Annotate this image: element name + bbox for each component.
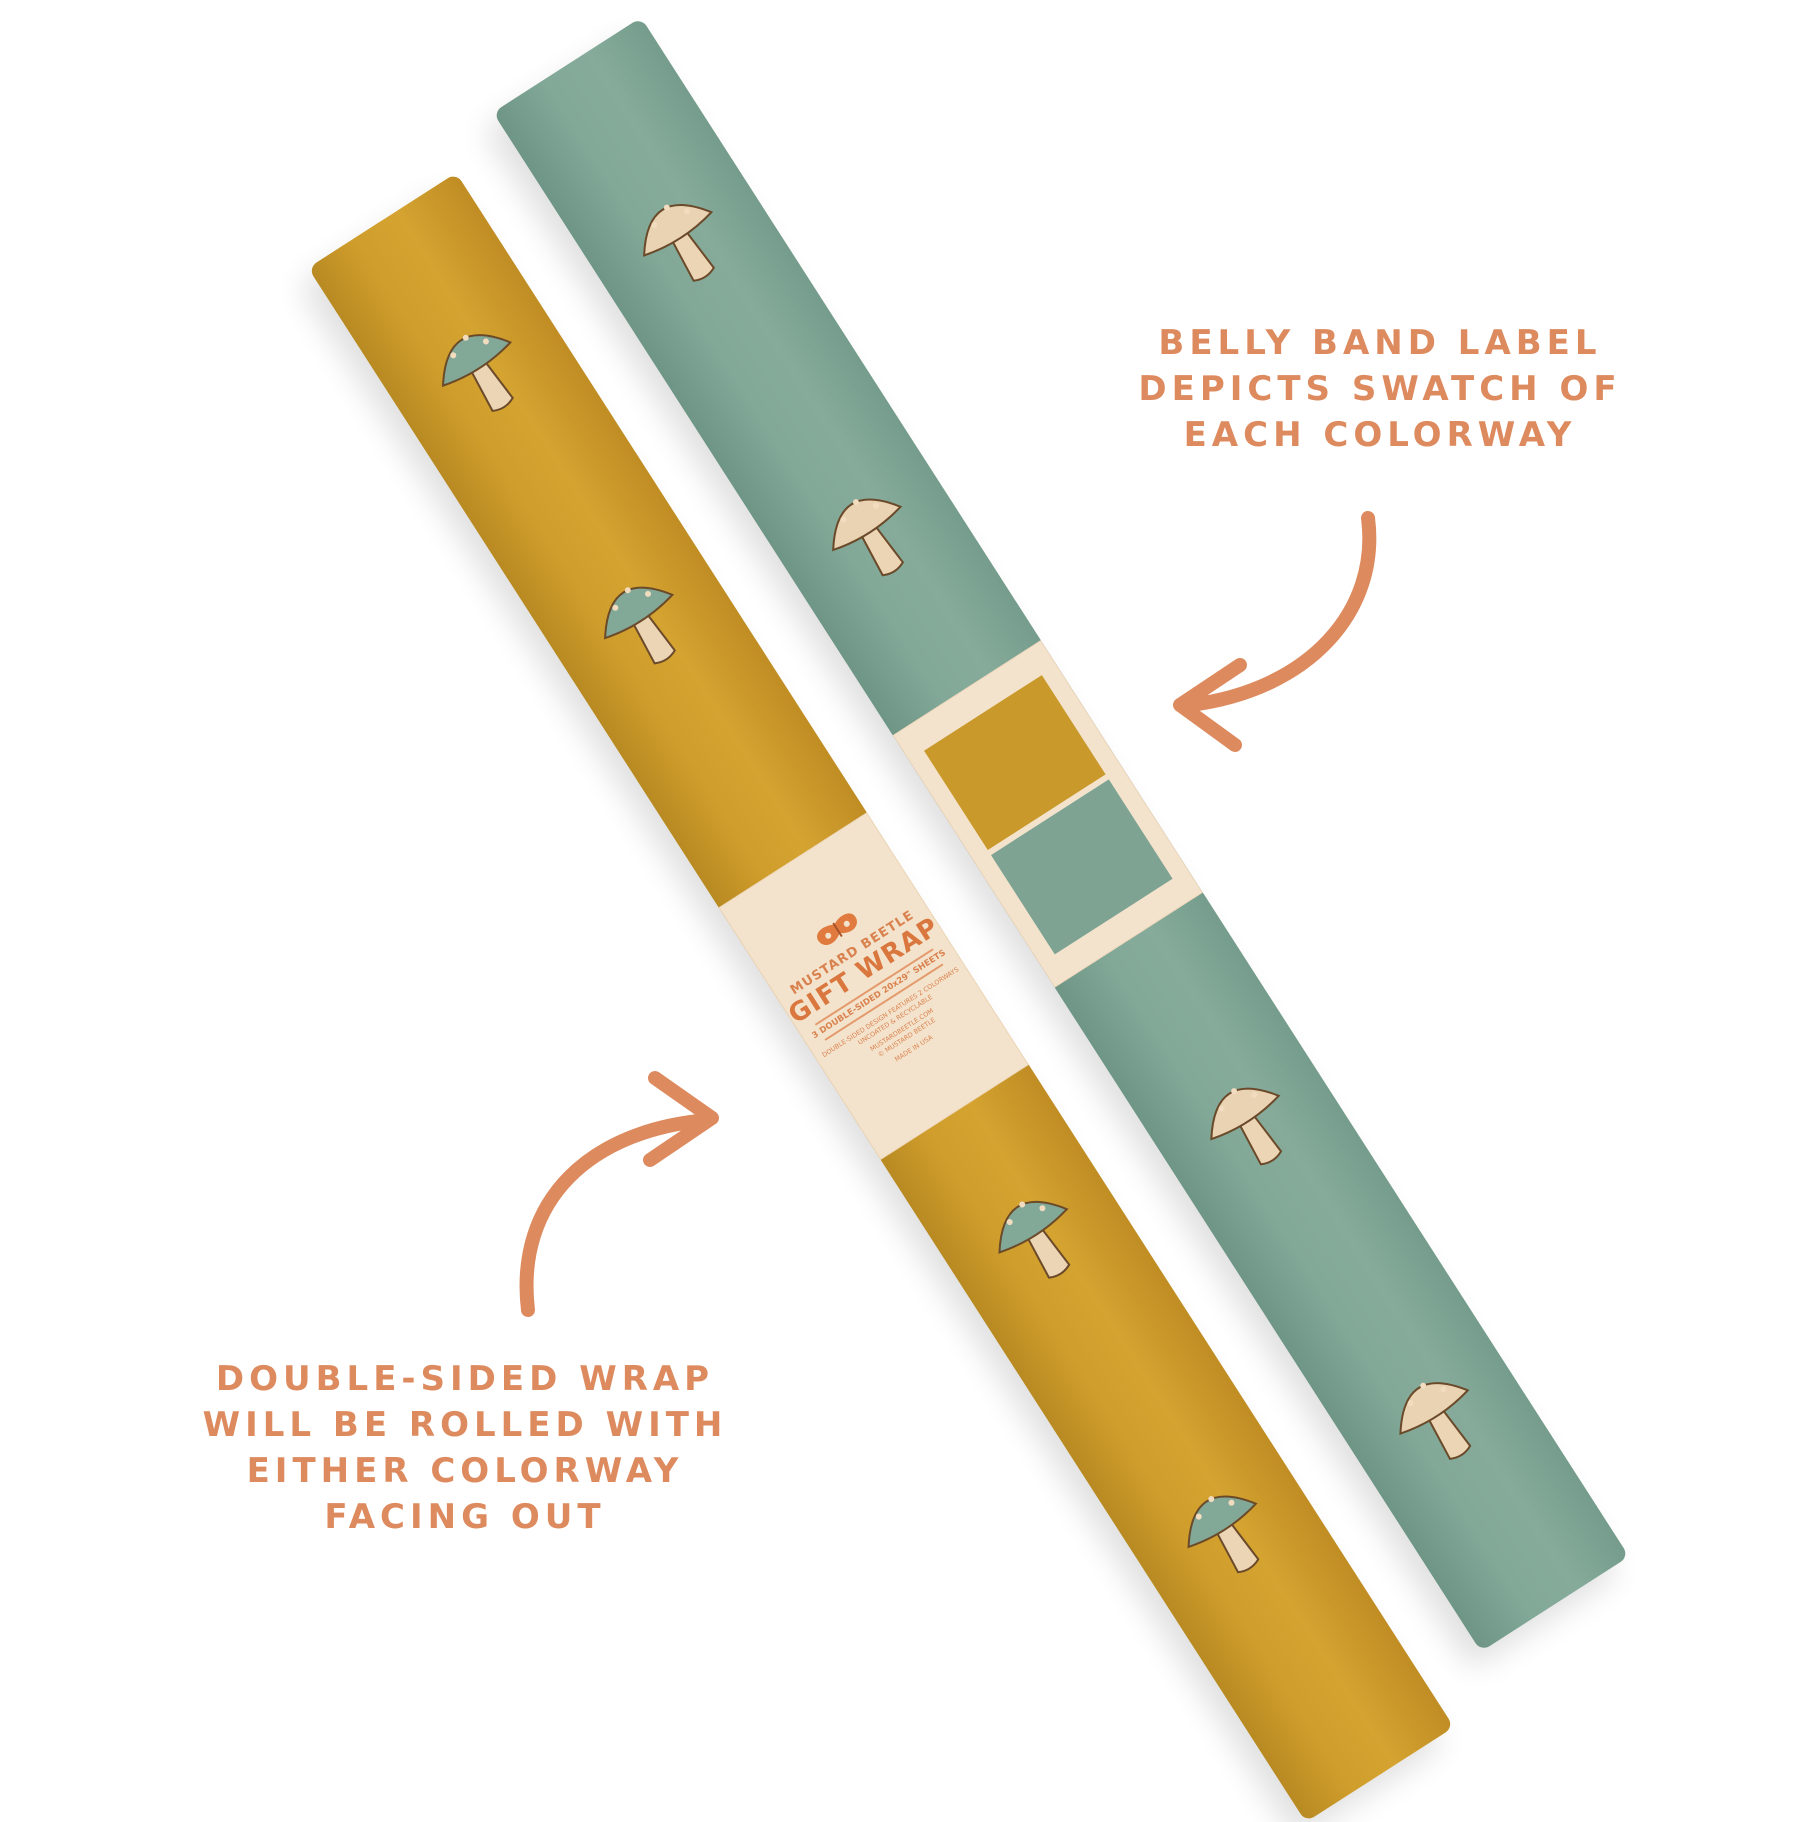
belly-band-annotation: BELLY BAND LABEL DEPICTS SWATCH OF EACH … — [1100, 320, 1660, 458]
mushroom-motif-icon — [441, 334, 514, 412]
arrow-to-band-icon — [1173, 511, 1377, 752]
teal-wrap-roll — [492, 17, 1630, 1652]
annotation-line: DOUBLE-SIDED WRAP — [215, 1359, 715, 1399]
belly-band-label: MUSTARD BEETLE GIFT WRAP 3 DOUBLE-SIDED … — [718, 812, 1029, 1160]
mushroom-motif-icon — [832, 498, 905, 577]
mushroom-motif-icon — [1210, 1087, 1283, 1166]
annotation-line: DEPICTS SWATCH OF — [1138, 369, 1622, 409]
annotation-line: EACH COLORWAY — [1183, 415, 1577, 455]
mushroom-motif-icon — [604, 586, 676, 665]
mushroom-motif-icon — [1187, 1495, 1260, 1574]
annotation-line: EITHER COLORWAY — [246, 1451, 684, 1491]
mushroom-motif-icon — [643, 203, 715, 282]
annotation-line: FACING OUT — [324, 1497, 606, 1537]
annotation-line: WILL BE ROLLED WITH — [202, 1405, 728, 1445]
annotation-line: BELLY BAND LABEL — [1158, 323, 1602, 363]
mustard-wrap-roll: MUSTARD BEETLE GIFT WRAP 3 DOUBLE-SIDED … — [308, 172, 1454, 1822]
double-sided-annotation: DOUBLE-SIDED WRAP WILL BE ROLLED WITH EI… — [170, 1356, 760, 1540]
mushroom-motif-icon — [1399, 1382, 1472, 1460]
arrow-to-roll-icon — [519, 1071, 719, 1317]
moth-icon — [817, 913, 858, 946]
mushroom-motif-icon — [998, 1200, 1071, 1279]
